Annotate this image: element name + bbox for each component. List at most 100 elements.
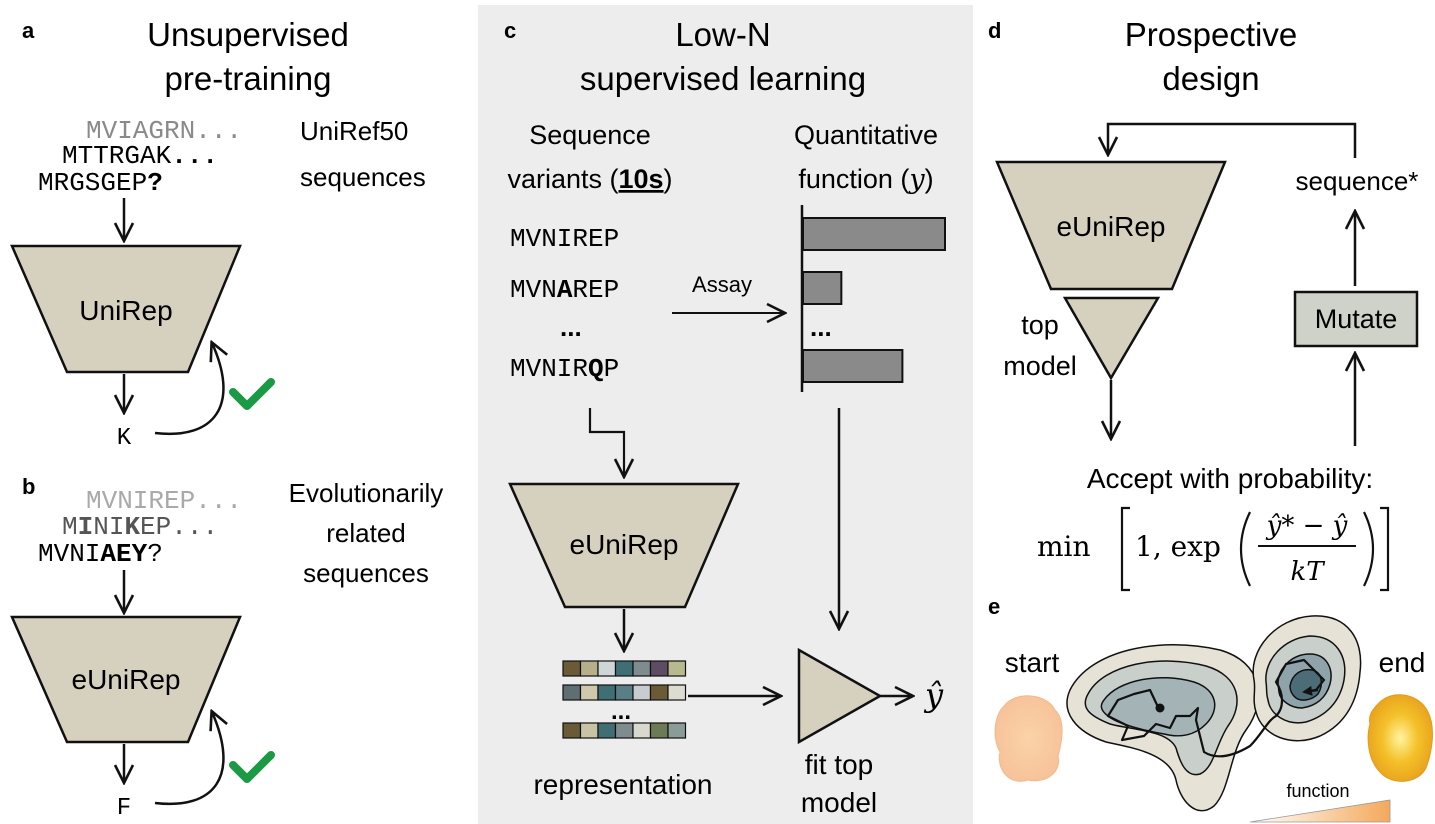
evolutionarily-label: Evolutionarily — [289, 478, 444, 508]
variants-to-eunirep-arrow — [588, 408, 624, 476]
design-trajectory — [1106, 658, 1326, 758]
panel-b: b MVNIREP... MINIKEP... MVNIAEY? Evoluti… — [10, 474, 444, 822]
related-label: related — [326, 518, 406, 548]
quantitative-function-head-line2: function (y) — [798, 164, 933, 195]
panel-a-feedback-arrow — [154, 343, 223, 436]
panel-b-feedback-arrow — [154, 712, 223, 806]
end-protein-icon — [1367, 694, 1433, 782]
quantitative-function-head-line1: Quantitative — [794, 120, 938, 150]
function-bar-2 — [802, 271, 843, 305]
top-model-label-line1: top — [1021, 310, 1059, 340]
representation-cell — [632, 722, 652, 739]
sequence-star-label: sequence* — [1296, 166, 1419, 196]
mutate-box — [1293, 290, 1419, 348]
panel-e: e start end function — [988, 594, 1433, 823]
formula-left-bracket — [1120, 506, 1130, 592]
eunirep-d-model-label: eUniRep — [1057, 211, 1166, 242]
representation-cell — [632, 660, 652, 677]
panel-c: c Low-N supervised learning Sequence var… — [504, 16, 946, 818]
uniref-funnel — [10, 244, 242, 374]
fit-top-model-line1: fit top — [805, 749, 873, 780]
panel-b-seq2: MINIKEP... — [62, 512, 218, 542]
check-icon — [229, 378, 275, 410]
mutate-label: Mutate — [1315, 304, 1398, 334]
representation-matrix — [562, 660, 687, 739]
panel-e-label: e — [988, 594, 1000, 619]
formula-one-exp: 1, exp — [1135, 530, 1221, 563]
representation-cell — [579, 660, 599, 677]
formula-min: min — [1037, 530, 1091, 563]
panel-a-title-line2: pre-training — [165, 60, 332, 97]
panel-d-title-line1: Prospective — [1125, 16, 1297, 53]
fit-top-model-line2: model — [801, 787, 877, 818]
representation-cell — [632, 684, 652, 701]
bar-ellipsis: ... — [810, 312, 832, 342]
formula-numerator: ŷ* − ŷ — [1266, 511, 1348, 541]
representation-cell — [649, 722, 669, 739]
representation-cell — [597, 722, 617, 739]
start-label: start — [1005, 647, 1060, 678]
representation-cell — [579, 722, 599, 739]
variant-2: MVNAREP — [510, 275, 619, 305]
panel-a-label: a — [22, 18, 35, 43]
eunirep-funnel-d — [995, 160, 1227, 291]
panel-c-title-line1: Low-N — [675, 16, 770, 53]
formula-right-bracket — [1380, 506, 1390, 592]
function-bar-3 — [802, 349, 904, 383]
representation-cell — [649, 684, 669, 701]
panel-c-title-line2: supervised learning — [580, 60, 866, 97]
check-icon — [229, 751, 275, 783]
panel-c-label: c — [504, 18, 516, 43]
panel-a-seq3: MRGSGEP? — [38, 168, 163, 198]
representation-cell — [667, 684, 687, 701]
representation-label: representation — [533, 769, 712, 800]
bar-group — [802, 217, 946, 383]
panel-a-title-line1: Unsupervised — [147, 16, 349, 53]
uniref-model-label: UniRep — [79, 295, 172, 326]
panel-a-seq2: MTTRGAK... — [62, 141, 218, 171]
formula-right-paren — [1363, 511, 1374, 587]
assay-label: Assay — [692, 272, 752, 297]
related-sequences-label: sequences — [303, 558, 429, 588]
representation-cell — [614, 722, 634, 739]
representation-cell — [597, 660, 617, 677]
uniref50-label: UniRef50 — [300, 116, 408, 146]
panel-c-background — [478, 5, 973, 824]
variant-ellipsis: ... — [560, 312, 582, 342]
panel-b-seq3: MVNIAEY? — [38, 539, 163, 569]
representation-cell — [667, 660, 687, 677]
yhat-output: ŷ — [923, 676, 944, 714]
panel-d: d Prospective design eUniRep top model s… — [988, 16, 1419, 592]
function-gradient-wedge — [1249, 799, 1391, 823]
sequence-variants-head-line1: Sequence — [529, 120, 651, 150]
panel-a: a Unsupervised pre-training MVIAGRN... M… — [10, 16, 426, 452]
representation-cell — [562, 722, 582, 739]
panel-b-output-residue: F — [117, 795, 131, 822]
representation-cell — [649, 660, 669, 677]
trajectory-start-point — [1155, 703, 1165, 713]
panel-a-output-residue: K — [117, 425, 132, 452]
representation-cell — [579, 684, 599, 701]
formula-left-paren — [1240, 511, 1251, 587]
variant-3: MVNIRQP — [510, 354, 619, 384]
top-model-label-line2: model — [1003, 351, 1077, 381]
function-label: function — [1286, 781, 1349, 801]
start-protein-icon — [994, 695, 1063, 782]
representation-ellipsis: ... — [611, 698, 631, 725]
end-label: end — [1379, 647, 1426, 678]
panel-d-title-line2: design — [1162, 60, 1259, 97]
sequence-variants-head-line2: variants (10s) — [507, 164, 672, 194]
eunirep-b-model-label: eUniRep — [72, 664, 181, 695]
formula-denominator: kT — [1290, 557, 1325, 587]
representation-cell — [562, 684, 582, 701]
eunirep-funnel-b — [10, 615, 242, 744]
top-model-funnel-d — [1062, 296, 1161, 381]
variant-1: MVNIREP — [510, 224, 619, 254]
uniref50-sequences-label: sequences — [300, 162, 426, 192]
representation-cell — [614, 660, 634, 677]
representation-cell — [667, 722, 687, 739]
panel-b-seq1: MVNIREP... — [86, 486, 242, 516]
panel-a-seq1: MVIAGRN... — [86, 116, 242, 146]
loop-back-arrow — [1108, 122, 1357, 158]
